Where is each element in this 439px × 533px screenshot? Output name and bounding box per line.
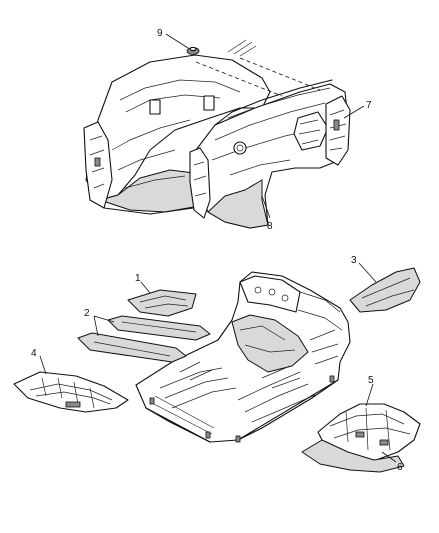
insulation-strips-2 [77,315,211,363]
insulation-pad-1 [127,289,197,317]
callout-6: 6 [397,462,403,473]
callout-5: 5 [368,375,374,386]
callout-8: 8 [267,221,273,232]
carpet-4 [13,371,129,413]
callout-3: 3 [351,255,357,266]
cab-insulation-assembly [83,39,351,229]
callout-4: 4 [31,348,37,359]
callout-7: 7 [366,100,372,111]
callout-9: 9 [157,28,163,39]
floor-pan [135,271,351,443]
callouts: 9 7 8 1 2 3 4 5 6 [31,28,403,473]
callout-2: 2 [84,308,90,319]
callout-1: 1 [135,273,141,284]
rear-floor-5-6 [301,403,421,473]
insulation-pad-3 [349,267,421,313]
